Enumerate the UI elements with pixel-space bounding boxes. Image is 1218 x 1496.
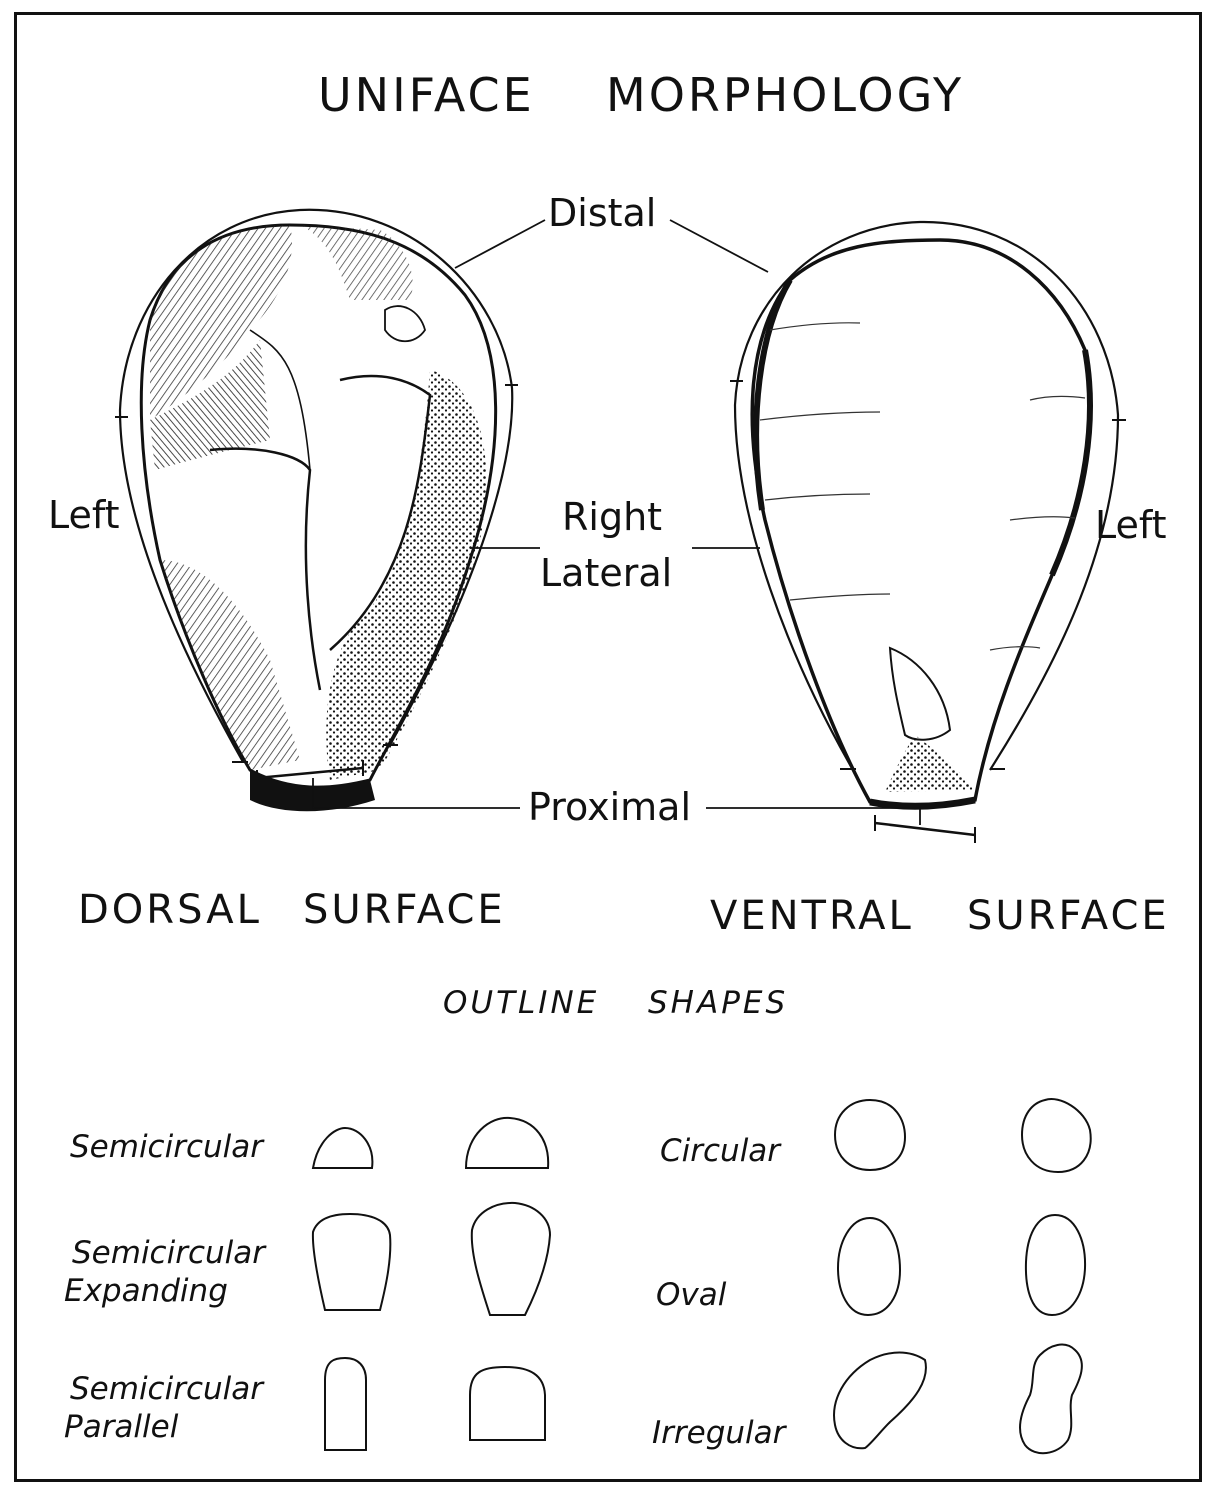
semicircular-parallel-label-1: Semicircular bbox=[70, 1374, 263, 1405]
semicircular-label: Semicircular bbox=[70, 1132, 263, 1163]
semicircular-shape-1 bbox=[313, 1128, 372, 1168]
dorsal-artifact bbox=[115, 210, 518, 811]
semicircular-parallel-shape-2 bbox=[470, 1367, 545, 1440]
semicircular-shape-2 bbox=[466, 1118, 548, 1168]
circular-shape-1 bbox=[835, 1100, 905, 1170]
semicircular-parallel-shape-1 bbox=[325, 1358, 366, 1450]
irregular-shape-1 bbox=[834, 1353, 926, 1449]
label-lateral: Lateral bbox=[540, 554, 672, 592]
ventral-artifact bbox=[730, 222, 1126, 843]
semicircular-expanding-shape-1 bbox=[313, 1214, 390, 1310]
circular-label: Circular bbox=[660, 1136, 780, 1167]
ventral-surface-label: SURFACE bbox=[967, 896, 1170, 936]
dorsal-surface-label: SURFACE bbox=[303, 890, 506, 930]
label-right: Right bbox=[562, 498, 662, 536]
semicircular-expanding-shape-2 bbox=[472, 1203, 550, 1315]
semicircular-parallel-label-2: Parallel bbox=[64, 1412, 178, 1443]
title-uniface: UNIFACE bbox=[318, 72, 535, 118]
dorsal-label: DORSAL bbox=[78, 890, 262, 930]
outline-heading: OUTLINE bbox=[443, 988, 599, 1019]
label-distal: Distal bbox=[548, 194, 656, 232]
oval-label: Oval bbox=[656, 1280, 726, 1311]
irregular-label: Irregular bbox=[652, 1418, 785, 1449]
title-morphology: MORPHOLOGY bbox=[606, 72, 964, 118]
label-left-ventral: Left bbox=[1095, 506, 1167, 544]
label-left-dorsal: Left bbox=[48, 496, 120, 534]
oval-shape-1 bbox=[838, 1218, 900, 1315]
oval-shape-2 bbox=[1026, 1215, 1085, 1315]
circular-shape-2 bbox=[1022, 1099, 1091, 1172]
ventral-label: VENTRAL bbox=[710, 896, 914, 936]
shapes-heading: SHAPES bbox=[648, 988, 788, 1019]
semicircular-expanding-label-1: Semicircular bbox=[72, 1238, 265, 1269]
semicircular-expanding-label-2: Expanding bbox=[64, 1276, 228, 1307]
irregular-shape-2 bbox=[1020, 1345, 1082, 1454]
label-proximal: Proximal bbox=[528, 788, 691, 826]
